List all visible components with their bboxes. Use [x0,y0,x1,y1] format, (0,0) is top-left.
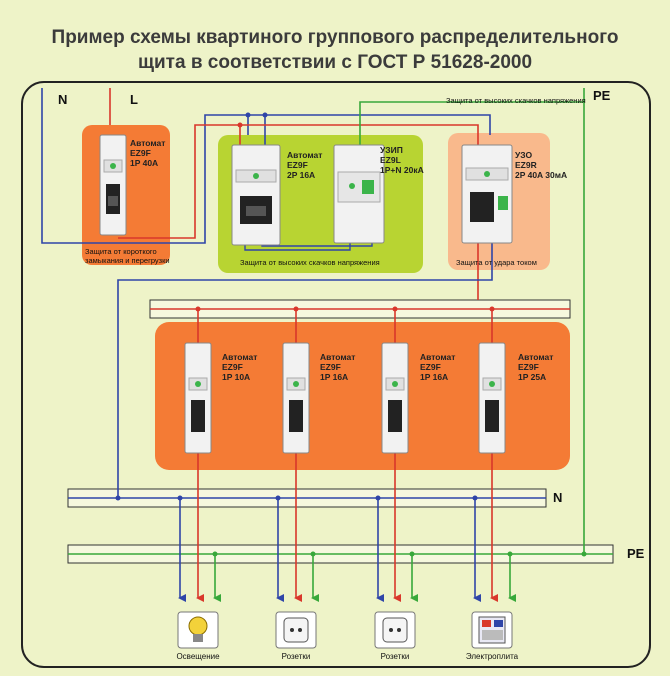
rcd-neutral-out [117,240,493,498]
group-breaker-4-line1: Автомат [518,352,554,362]
phase-label: L [130,92,138,107]
rcd-note: Защита от удара током [456,258,537,267]
rcd-line2: EZ9R [515,160,537,170]
surge-breaker-device [231,144,281,246]
surge-breaker-label: Автомат EZ9F 2P 16A [287,150,322,180]
load-caption-stove: Электроплита [465,652,519,661]
stove-icon [471,611,513,649]
group-breaker-4-line3: 1P 25A [518,372,547,382]
lightbulb-icon [177,611,219,649]
group-breaker-2-line2: EZ9F [320,362,341,372]
group-breaker-2-line3: 1P 16A [320,372,349,382]
group-breaker-2-line1: Автомат [320,352,356,362]
pe-label: PE [593,88,611,103]
group-breaker-1-line2: EZ9F [222,362,243,372]
cabinet-outline [21,81,651,668]
load-caption-lighting: Освещение [176,652,220,661]
rcd-device [461,144,513,244]
socket-icon [374,611,416,649]
group-breaker-3-line3: 1P 16A [420,372,449,382]
socket-icon [275,611,317,649]
group-breaker-1-label: Автомат EZ9F 1P 10A [222,352,257,382]
group-breaker-4-line2: EZ9F [518,362,539,372]
load-caption-sockets-2: Розетки [380,652,410,661]
load-caption-sockets-1: Розетки [281,652,311,661]
group-breaker-1-line3: 1P 10A [222,372,251,382]
spd-device [333,144,385,244]
main-breaker-line1: Автомат [130,138,166,148]
main-breaker-label: Автомат EZ9F 1P 40A [130,138,165,168]
surge-breaker-line2: EZ9F [287,160,308,170]
load-wires [177,452,516,602]
spd-earth-wire [359,101,585,554]
group-breaker-2-label: Автомат EZ9F 1P 16A [320,352,355,382]
neutral-label: N [58,92,68,107]
group-breaker-4-label: Автомат EZ9F 1P 25A [518,352,553,382]
neutral-bus-label: N [553,490,563,505]
neutral-wire-in [41,88,491,244]
surge-breaker-line1: Автомат [287,150,323,160]
group-panel [155,322,570,470]
surge-breaker-line3: 2P 16A [287,170,316,180]
surge-note-top: Защита от высоких скачков напряжения [446,96,586,105]
main-breaker-line2: EZ9F [130,148,151,158]
pe-bus-label: PE [627,546,645,561]
rcd-line1: УЗО [515,150,533,160]
main-breaker-note: Защита от короткого замыкания и перегруз… [85,247,170,265]
spd-line2: EZ9L [380,155,401,165]
surge-note: Защита от высоких скачков напряжения [240,258,380,267]
rcd-line3: 2P 40A 30мА [515,170,568,180]
main-breaker-device [99,134,127,236]
group-breaker-1-line1: Автомат [222,352,258,362]
spd-label: УЗИП EZ9L 1P+N 20кА [380,145,424,175]
group-breaker-3-label: Автомат EZ9F 1P 16A [420,352,455,382]
main-breaker-line3: 1P 40A [130,158,159,168]
group-breaker-3-line2: EZ9F [420,362,441,372]
title-line-1: Пример схемы квартиного группового распр… [51,27,619,48]
group-breaker-devices [184,342,506,454]
spd-line3: 1P+N 20кА [380,165,424,175]
rcd-label: УЗО EZ9R 2P 40A 30мА [515,150,567,180]
title-line-2: щита в соответствии с ГОСТ Р 51628-2000 [137,52,533,73]
spd-line1: УЗИП [380,145,403,155]
group-breaker-3-line1: Автомат [420,352,456,362]
